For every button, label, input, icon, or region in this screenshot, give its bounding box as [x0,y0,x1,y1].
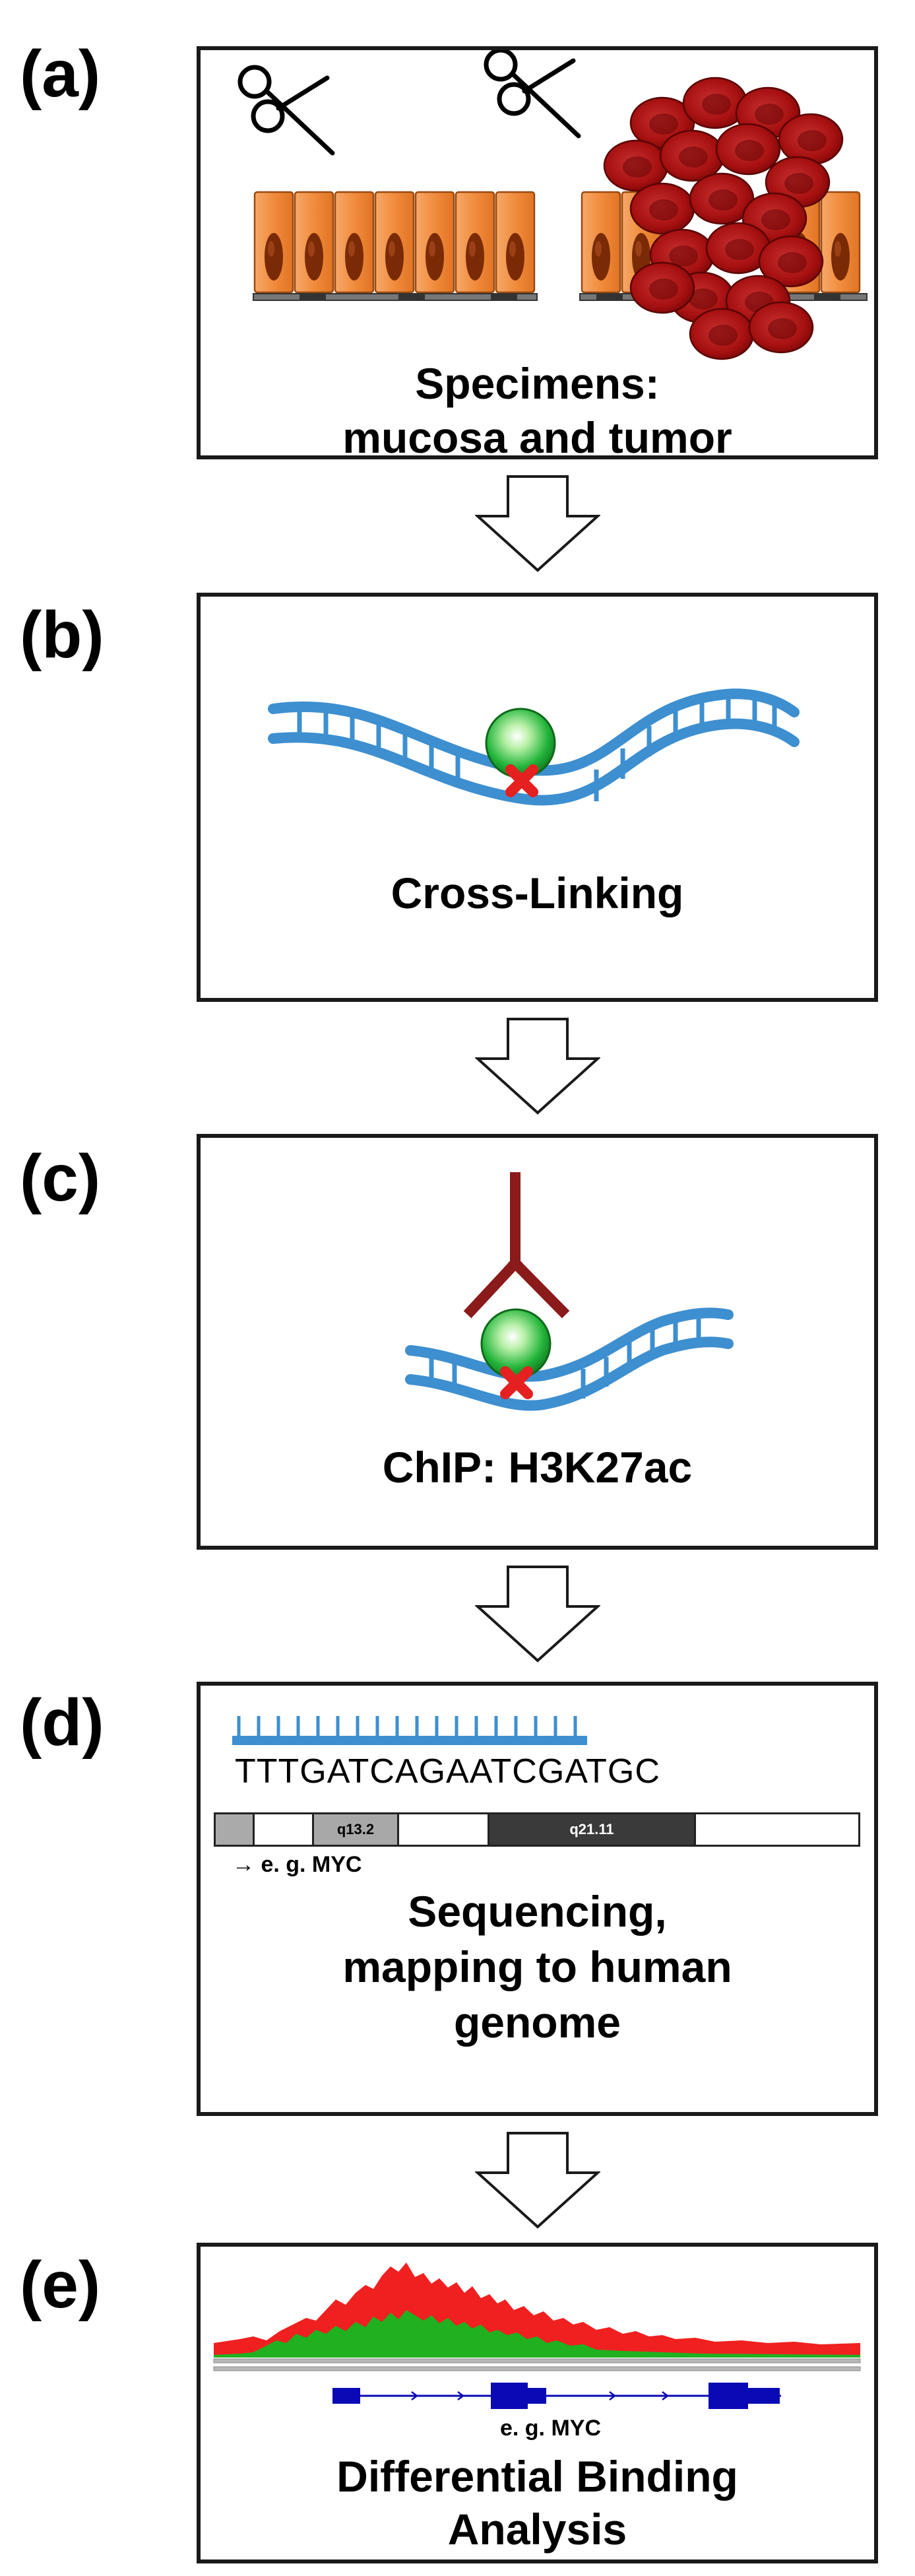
dna-double-strand [405,1307,734,1411]
nucleosome-icon [485,708,556,779]
panel-chip: ChIP: H3K27ac [197,1134,878,1550]
track-gene-note-myc: e. g. MYC [499,2416,602,2441]
flow-arrow-down-icon [475,2132,600,2229]
cross-linking-illustration [268,688,800,806]
antibody-icon [463,1172,570,1319]
panel-label-d: (d) [20,1686,104,1760]
crosslink-x-icon [500,1366,533,1399]
panel-label-c: (c) [20,1141,101,1215]
specimen-illustration [201,50,868,360]
gene-note-myc: → e. g. MYC [232,1852,362,1877]
tumor-blood-cluster [603,77,844,360]
flow-arrow-down-icon [475,475,600,572]
scissors-icon [486,50,579,136]
panel-label-e: (e) [20,2248,101,2322]
chip-caption: ChIP: H3K27ac [382,1443,693,1492]
panel-label-b: (b) [20,598,104,672]
chip-illustration [405,1172,734,1411]
differential-binding-caption: Differential Binding Analysis [336,2452,738,2554]
cross-linking-caption: Cross-Linking [391,869,684,917]
track-baseline [213,2358,861,2363]
sequence-read-icon [232,1716,587,1745]
specimens-caption: Specimens: mucosa and tumor [342,359,732,462]
sequence-bases: TTTGATCAGAATCGATGC [235,1752,660,1791]
chromosome-ideogram: q13.2 q21.11 [214,1812,860,1847]
panel-label-a: (a) [20,37,101,111]
band-q21-11: q21.11 [488,1814,696,1845]
panel-cross-linking: Cross-Linking [197,593,878,1002]
mucosa-signal-track [214,2310,860,2358]
sequencing-caption: Sequencing, mapping to human genome [342,1887,732,2047]
mucosa-cells [253,191,538,301]
scissors-icon [240,67,332,153]
band-q13-2: q13.2 [312,1814,399,1845]
flow-arrow-down-icon [475,1566,600,1663]
coverage-track [213,2262,861,2409]
dna-double-strand [268,688,800,806]
panel-specimens: Specimens: mucosa and tumor [197,46,878,462]
myc-gene-model [332,2383,781,2409]
crosslink-x-icon [505,764,538,797]
panel-differential-binding: e. g. MYC Differential Binding Analysis [197,2243,878,2563]
panel-sequencing: TTTGATCAGAATCGATGC q13.2 q21.11 → e. g. … [197,1682,878,2116]
flow-arrow-down-icon [475,1018,600,1115]
nucleosome-icon [480,1308,552,1379]
